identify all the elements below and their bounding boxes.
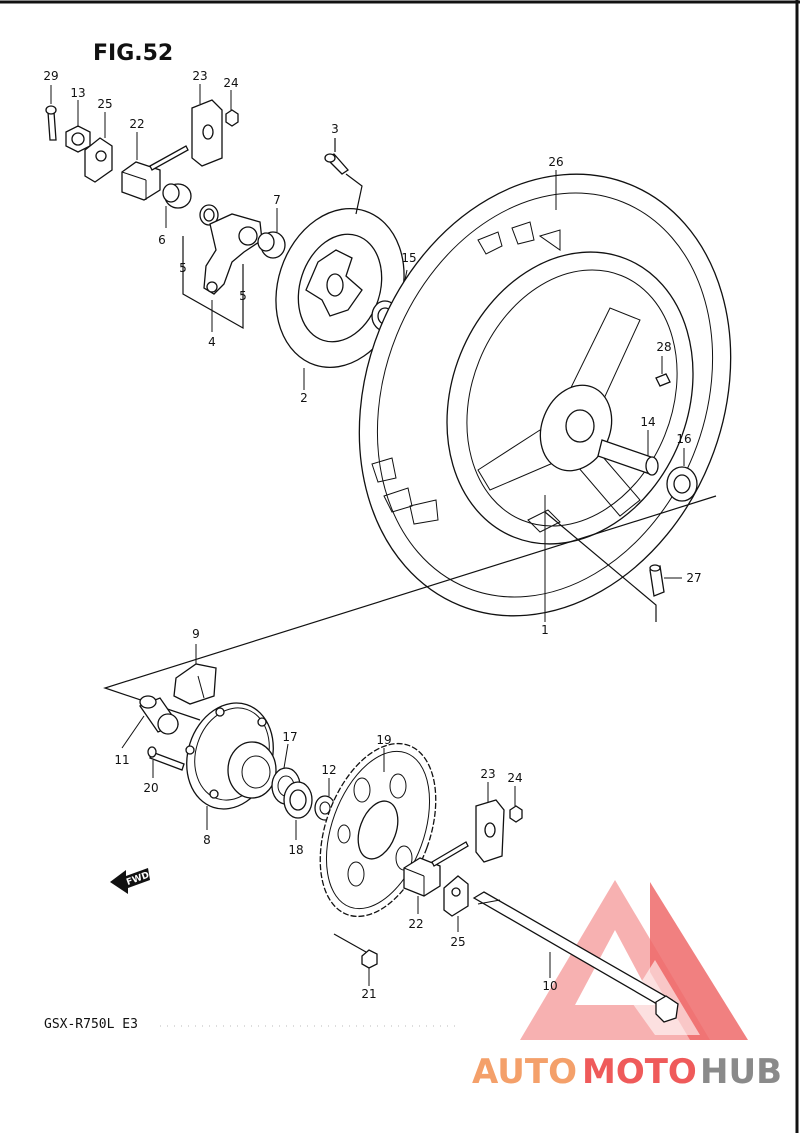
callout-20: 20 xyxy=(143,781,158,795)
lower-chain-adjuster-plate-part xyxy=(443,875,469,917)
sprocket-nut-part xyxy=(361,949,378,969)
damper-part xyxy=(173,663,217,705)
callout-6: 6 xyxy=(158,233,166,247)
callout-13: 13 xyxy=(70,86,85,100)
adjuster-plate-part xyxy=(191,99,223,167)
fwd-label: FWD xyxy=(125,870,151,887)
callout-15: 15 xyxy=(401,251,416,265)
callout-26: 26 xyxy=(548,155,563,169)
rear-wheel-assembly xyxy=(358,173,732,617)
sprocket-stud-part xyxy=(147,746,185,771)
callout-8: 8 xyxy=(203,833,211,847)
drum-oil-seal-part xyxy=(283,781,313,819)
callout-5-left: 5 xyxy=(179,261,187,275)
rear-sprocket-part xyxy=(319,742,437,918)
watermark-hub: HUB xyxy=(700,1052,782,1092)
callout-9: 9 xyxy=(192,627,200,641)
chain-adjuster-plate-part xyxy=(84,137,113,183)
callout-22-bottom: 22 xyxy=(408,917,423,931)
callout-14: 14 xyxy=(640,415,655,429)
callout-12: 12 xyxy=(321,763,336,777)
callout-5-right: 5 xyxy=(239,289,247,303)
right-collar-part xyxy=(257,231,286,259)
tire-valve-part xyxy=(649,564,665,597)
watermark-moto: MOTO xyxy=(582,1052,697,1092)
brake-disc-part xyxy=(275,207,405,369)
rear-axle-part xyxy=(472,891,679,1023)
forward-direction-arrow: FWD xyxy=(110,868,151,894)
lower-collar-part xyxy=(139,695,179,735)
small-nut-part xyxy=(225,109,239,127)
callout-11: 11 xyxy=(114,753,129,767)
callout-21: 21 xyxy=(361,987,376,1001)
model-label: GSX-R750L E3 xyxy=(44,1017,138,1032)
figure-title: FIG.52 xyxy=(93,41,173,66)
caliper-bracket-part xyxy=(203,213,263,295)
callout-29: 29 xyxy=(43,69,58,83)
callout-28: 28 xyxy=(656,340,671,354)
sprocket-mount-drum-part xyxy=(185,702,277,810)
callout-3: 3 xyxy=(331,122,339,136)
callout-16: 16 xyxy=(676,432,691,446)
spacer-collar-part xyxy=(162,183,192,209)
callout-7: 7 xyxy=(273,193,281,207)
callout-1: 1 xyxy=(541,623,549,637)
callout-23-top: 23 xyxy=(192,69,207,83)
wheel-spacer-part xyxy=(597,439,659,476)
callout-25-bottom: 25 xyxy=(450,935,465,949)
watermark-auto: AUTO xyxy=(472,1052,577,1092)
callout-27: 27 xyxy=(686,571,701,585)
lower-adjuster-plate-part xyxy=(475,799,505,863)
callout-25-top: 25 xyxy=(97,97,112,111)
callout-19: 19 xyxy=(376,733,391,747)
axle-nut-part xyxy=(65,125,91,153)
callout-22-top: 22 xyxy=(129,117,144,131)
callout-24-top: 24 xyxy=(223,76,238,90)
callout-23-bottom: 23 xyxy=(480,767,495,781)
callout-4: 4 xyxy=(208,335,216,349)
chain-adjuster-part xyxy=(121,145,189,201)
callout-10: 10 xyxy=(542,979,557,993)
lower-chain-adjuster-part xyxy=(403,841,469,897)
cotter-pin-part xyxy=(45,105,57,141)
callout-2: 2 xyxy=(300,391,308,405)
disc-bolt-part xyxy=(324,153,349,175)
oil-seal-part xyxy=(199,204,219,226)
callout-17: 17 xyxy=(282,730,297,744)
callout-18: 18 xyxy=(288,843,303,857)
balance-weight-part xyxy=(655,373,671,387)
callout-24-bottom: 24 xyxy=(507,771,522,785)
right-bearing-part xyxy=(666,466,698,502)
lower-small-nut-part xyxy=(509,805,523,823)
